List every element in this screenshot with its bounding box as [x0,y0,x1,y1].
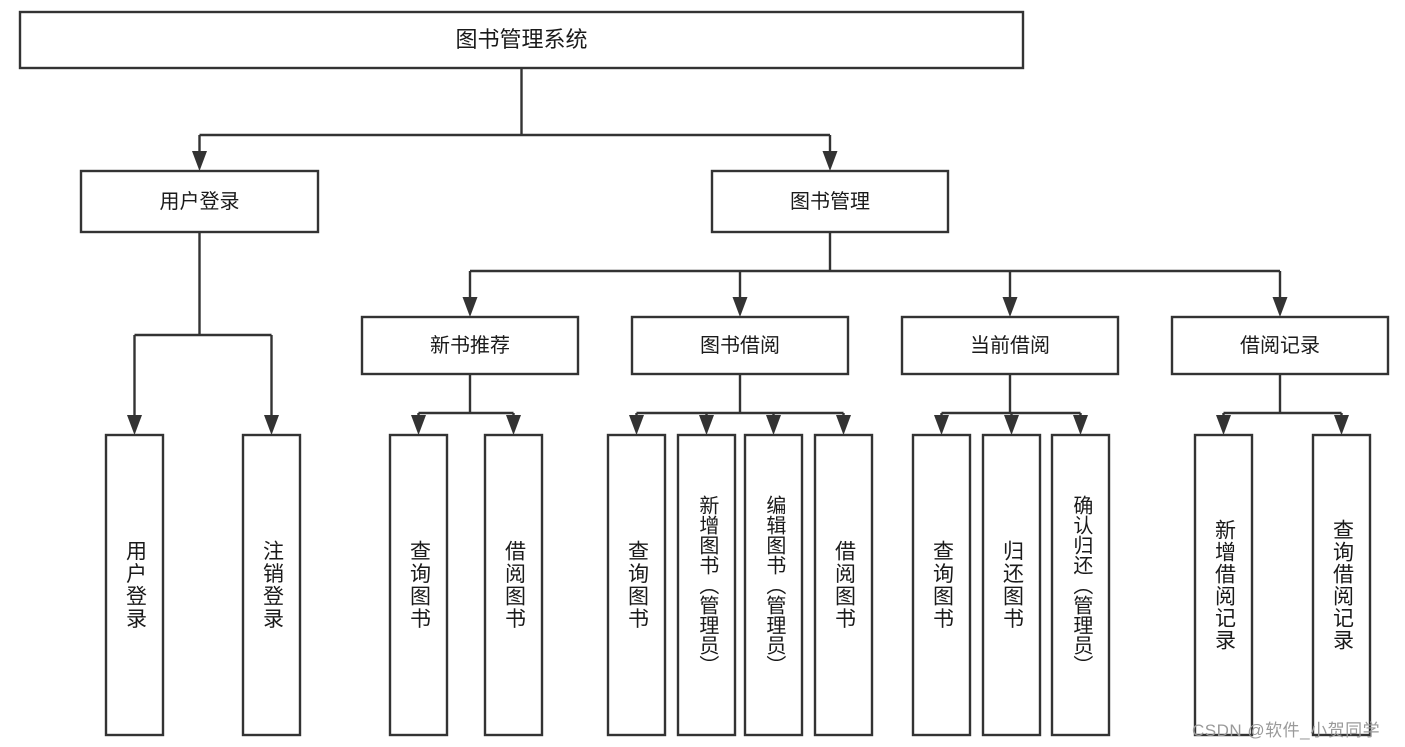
edge-arrowhead [1004,415,1019,435]
node-box-current-borrow [900,315,1120,376]
node-box-leaf-return-book [981,433,1042,737]
edge-arrowhead [766,415,781,435]
edge-arrowhead [1272,297,1288,317]
edge-arrowhead [264,415,279,435]
node-label-borrow-record: 借阅记录 [1240,334,1320,357]
edge-arrowhead [629,415,644,435]
edges-layer [127,68,1349,435]
edge-arrowhead [192,151,207,171]
watermark-text: CSDN @软件_小贺同学 [1192,721,1381,740]
node-label-user-login: 用户登录 [160,190,240,213]
edge-arrowhead [732,297,748,317]
node-box-leaf-user-login [104,433,165,737]
boxes-layer [18,10,1390,737]
node-box-leaf-query-book-3 [911,433,972,737]
node-box-leaf-borrow-book-1 [483,433,544,737]
edge-arrowhead [934,415,949,435]
edge-arrowhead [127,415,142,435]
edge-arrowhead [506,415,521,435]
edge-arrowhead [1216,415,1231,435]
node-box-borrow-record [1170,315,1390,376]
node-box-leaf-add-borrow-record [1193,433,1254,737]
node-box-leaf-query-book-2 [606,433,667,737]
edge-arrowhead [462,297,478,317]
edge-arrowhead [836,415,851,435]
node-label-new-book-recommend: 新书推荐 [430,334,510,357]
node-box-leaf-confirm-return-admin [1050,433,1111,737]
node-label-current-borrow: 当前借阅 [970,334,1050,357]
node-box-leaf-borrow-book-2 [813,433,874,737]
node-label-book-manage: 图书管理 [790,190,870,213]
node-box-user-login [79,169,320,234]
edge-arrowhead [1073,415,1088,435]
node-box-root [18,10,1025,70]
node-label-root: 图书管理系统 [455,27,587,52]
edge-arrowhead [822,151,838,171]
edge-arrowhead [1334,415,1349,435]
node-box-leaf-edit-book-admin [743,433,804,737]
edge-arrowhead [1002,297,1018,317]
node-box-new-book-recommend [360,315,580,376]
node-label-book-borrow: 图书借阅 [700,334,780,357]
node-box-leaf-add-book-admin [676,433,737,737]
node-box-leaf-query-book-1 [388,433,449,737]
node-box-leaf-user-logout [241,433,302,737]
edge-arrowhead [411,415,426,435]
node-box-leaf-query-borrow-record [1311,433,1372,737]
node-box-book-manage [710,169,950,234]
node-box-book-borrow [630,315,850,376]
edge-arrowhead [699,415,714,435]
